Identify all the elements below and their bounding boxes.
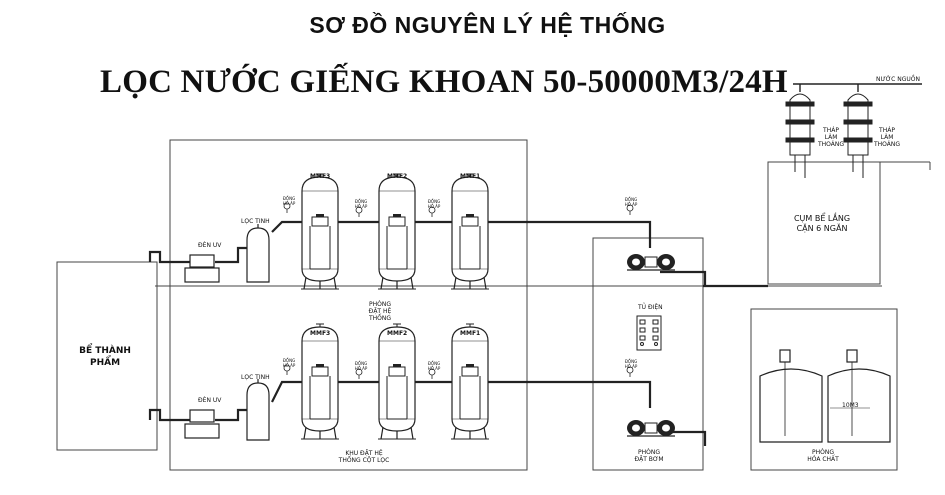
gauge-label: ĐỒNG HỒ ÁP — [427, 361, 441, 371]
pump-room-outline — [592, 237, 704, 471]
uv-units — [184, 254, 220, 439]
aeration-tower-label: THÁP LÀM THOÁNG — [818, 127, 845, 148]
filter-vessel — [450, 173, 490, 290]
system-room-label: PHÒNG ĐẶT HỆ THỐNG — [368, 301, 392, 322]
filter-vessel — [300, 323, 340, 440]
filter-vessel — [450, 323, 490, 440]
filter-vessel — [377, 323, 417, 440]
gauge-label: ĐỒNG HỒ ÁP — [624, 197, 638, 207]
fine-filters — [246, 224, 270, 441]
filter-vessel — [377, 173, 417, 290]
finished-tank-label: BỂ THÀNH PHẨM — [79, 346, 131, 368]
tank-volume-label: 10M3 — [842, 402, 859, 409]
finished-tank-outline — [56, 261, 158, 451]
filter-label: MMF3 — [310, 330, 331, 337]
system-room-outline — [169, 139, 528, 471]
filter-label: MMF3 — [310, 173, 331, 180]
diagram-subtitle: LỌC NƯỚC GIẾNG KHOAN 50-50000M3/24H — [100, 64, 788, 100]
settling-tank-label: CỤM BỂ LẮNG CẶN 6 NGĂN — [793, 214, 851, 233]
gauge-label: ĐỒNG HỒ ÁP — [354, 361, 368, 371]
filter-label: MMF2 — [387, 173, 408, 180]
gauge-label: ĐỒNG HỒ ÁP — [282, 196, 296, 206]
filter-label: MMF1 — [460, 330, 481, 337]
pump-icon — [626, 253, 676, 271]
filter-vessel — [300, 173, 340, 290]
gauge-label: ĐỒNG HỒ ÁP — [624, 359, 638, 369]
chemical-room-outline — [750, 308, 898, 471]
gauge-label: ĐỒNG HỒ ÁP — [282, 358, 296, 368]
chemical-tanks — [759, 349, 891, 443]
gauge-label: ĐỒNG HỒ ÁP — [427, 199, 441, 209]
aeration-tower-label: THÁP LÀM THOÁNG — [874, 127, 901, 148]
uv-lamp-label: ĐÈN UV — [198, 397, 222, 404]
filter-row-top — [300, 173, 490, 290]
uv-lamp-label: ĐÈN UV — [198, 242, 222, 249]
filter-label: MMF1 — [460, 173, 481, 180]
pump-icon — [626, 419, 676, 437]
aeration-towers — [785, 83, 922, 178]
control-panel — [636, 315, 662, 351]
fine-filter-label: LỌC TINH — [241, 374, 270, 381]
chemical-room-label: PHÒNG HÓA CHẤT — [807, 449, 839, 463]
pump-room-label: PHÒNG ĐẶT BƠM — [634, 449, 664, 463]
filter-label: MMF2 — [387, 330, 408, 337]
control-panel-label: TỦ ĐIỆN — [638, 304, 663, 311]
fine-filter-label: LỌC TINH — [241, 218, 270, 225]
filter-area-label: KHU ĐẶT HỆ THỐNG CỘT LỌC — [338, 450, 390, 464]
raw-water-label: NƯỚC NGUỒN — [876, 76, 920, 83]
diagram-title: SƠ ĐỒ NGUYÊN LÝ HỆ THỐNG — [309, 12, 666, 38]
gauge-label: ĐỒNG HỒ ÁP — [354, 199, 368, 209]
filter-row-bottom — [300, 323, 490, 440]
